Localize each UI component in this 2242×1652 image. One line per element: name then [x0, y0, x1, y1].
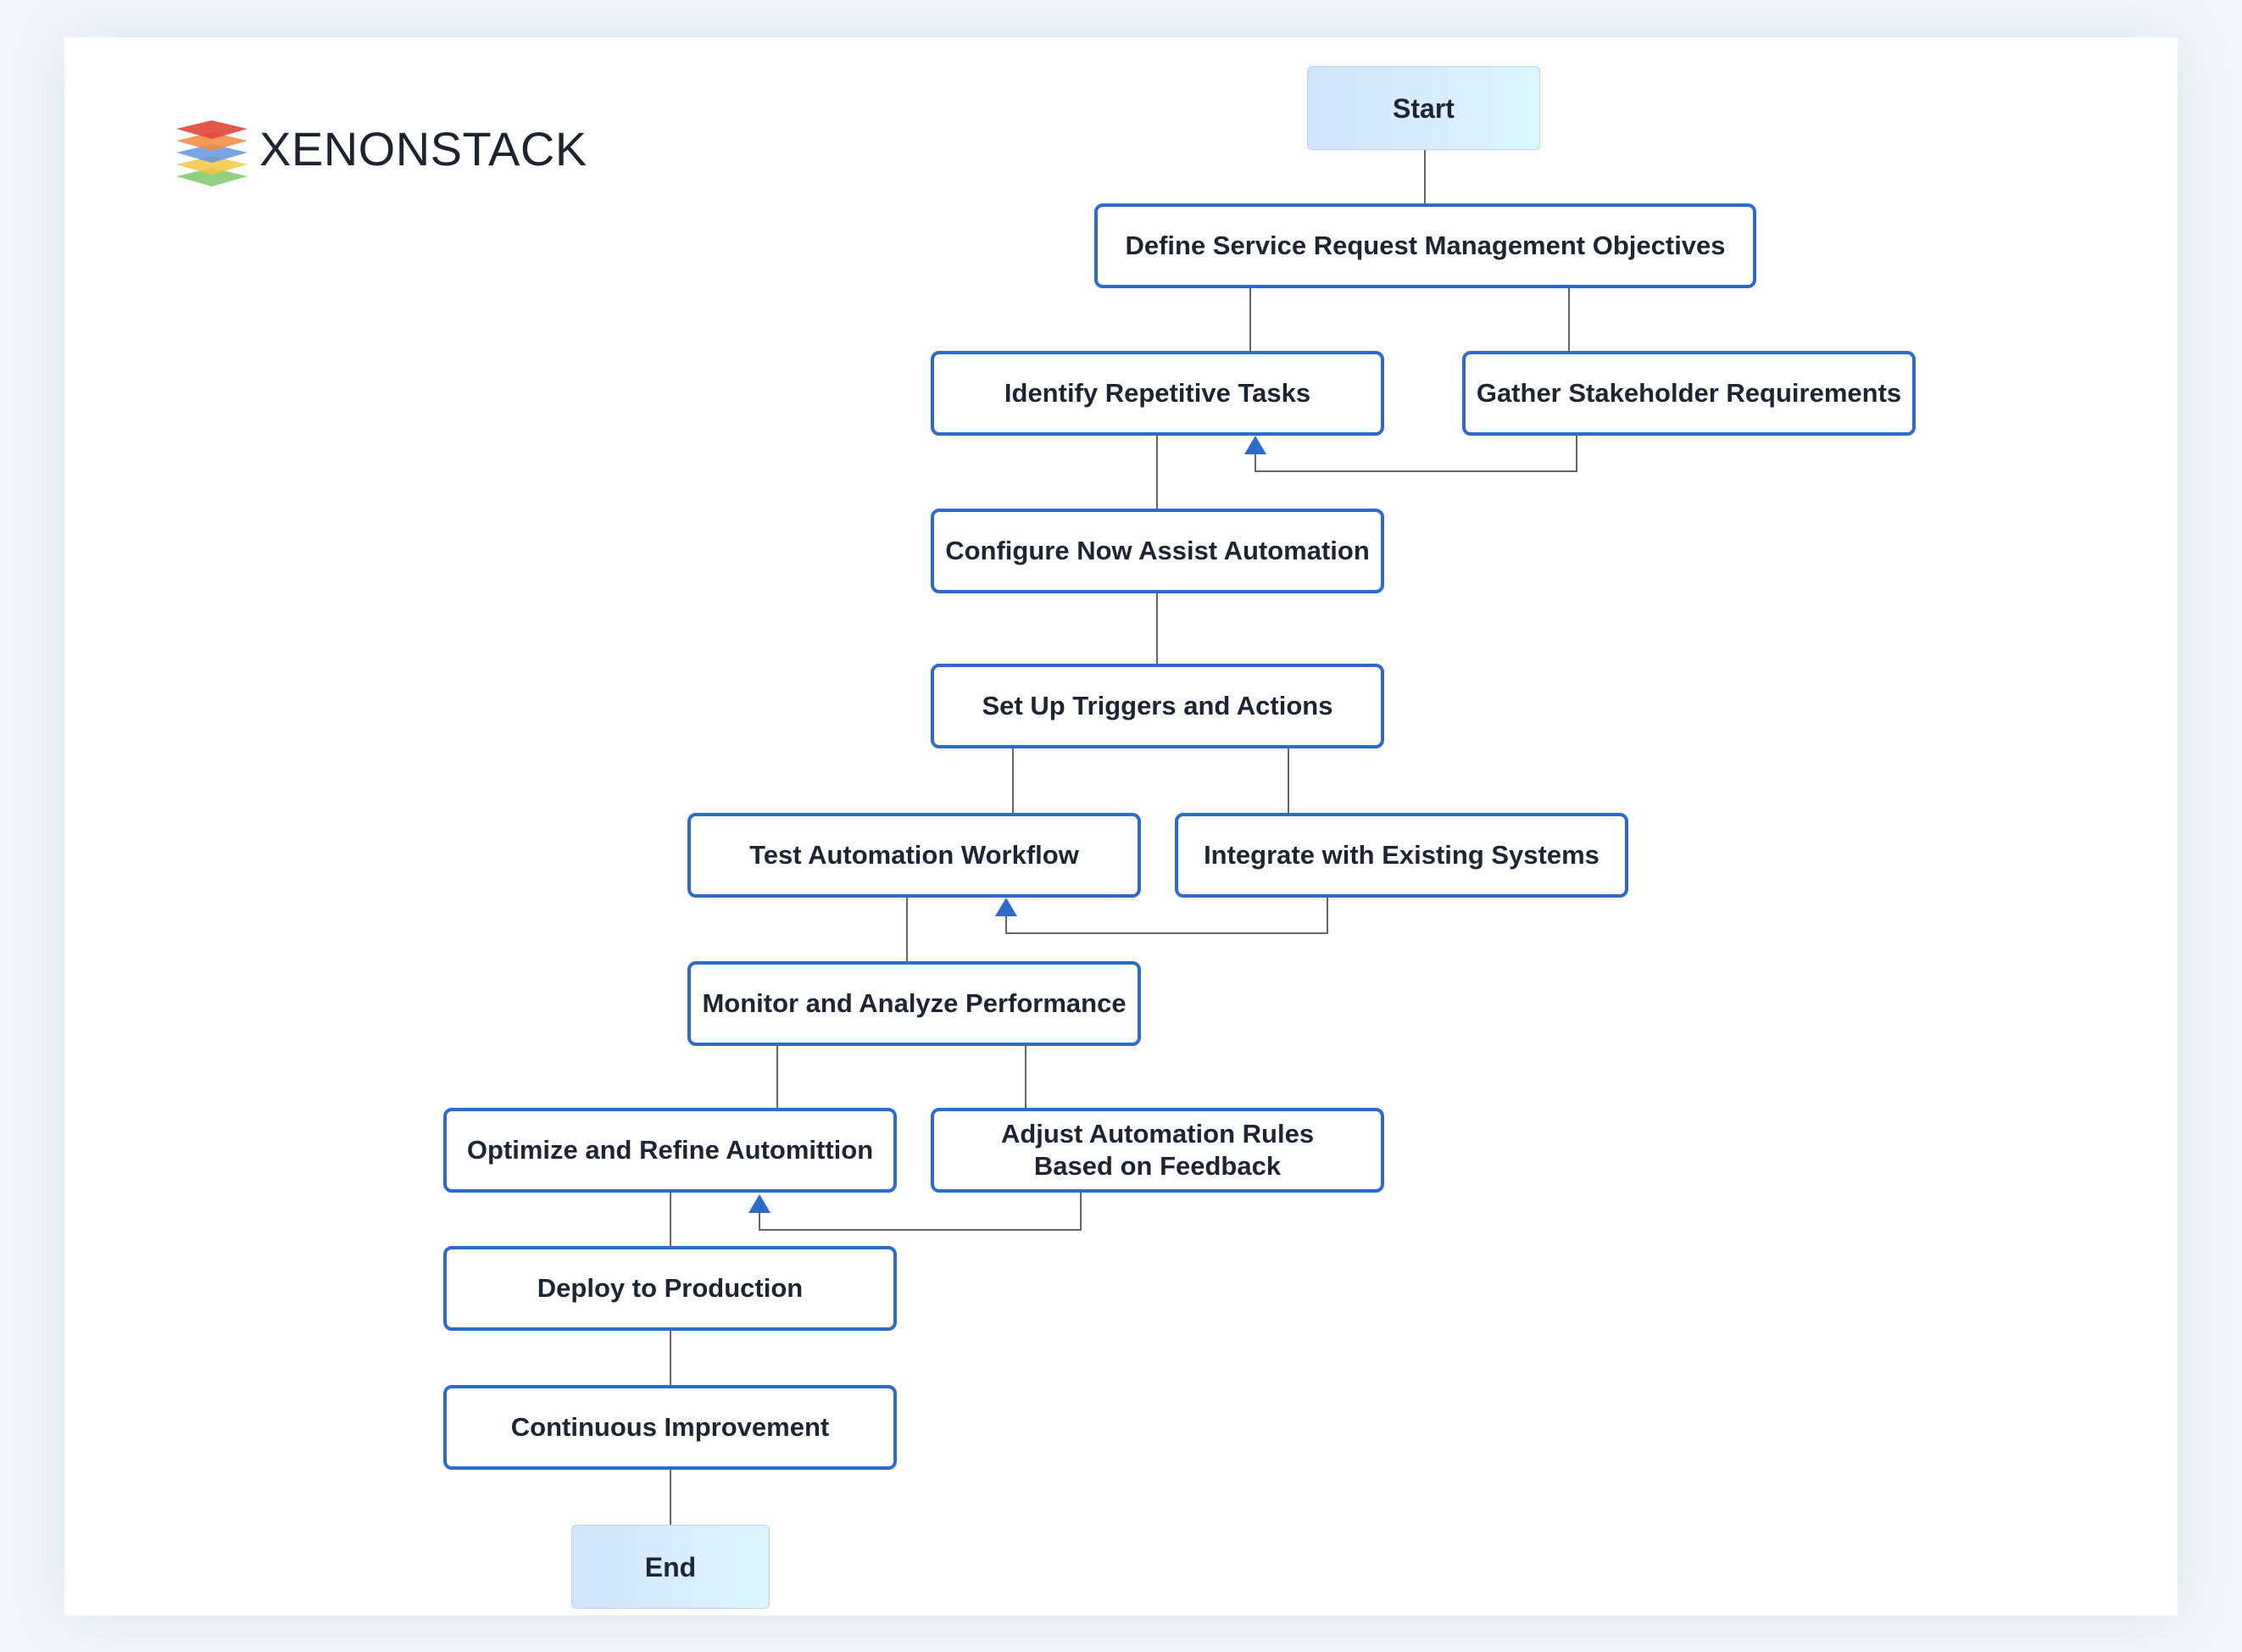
- brand-name: XENONSTACK: [259, 122, 587, 175]
- end-node: End: [571, 1525, 770, 1609]
- connector-gather-identify: [1255, 436, 1577, 472]
- start-node: Start: [1307, 66, 1540, 150]
- arrow-up-icon: [995, 898, 1017, 916]
- arrow-up-icon: [748, 1194, 771, 1213]
- layered-stack-logo-icon: [176, 120, 248, 186]
- define-objectives-node: Define Service Request Management Object…: [1094, 203, 1756, 288]
- connector-adjust-optimize: [759, 1193, 1082, 1231]
- connector-integrate-test: [1005, 898, 1328, 934]
- monitor-performance-node: Monitor and Analyze Performance: [687, 961, 1141, 1046]
- identify-tasks-node: Identify Repetitive Tasks: [931, 351, 1384, 436]
- integrate-systems-node: Integrate with Existing Systems: [1175, 813, 1628, 898]
- arrow-up-icon: [1244, 436, 1266, 454]
- configure-automation-node: Configure Now Assist Automation: [931, 509, 1384, 593]
- deploy-production-node: Deploy to Production: [443, 1246, 897, 1331]
- brand-logo: XENONSTACK: [175, 108, 587, 190]
- adjust-rules-node: Adjust Automation Rules Based on Feedbac…: [931, 1108, 1384, 1193]
- test-workflow-node: Test Automation Workflow: [687, 813, 1141, 898]
- optimize-refine-node: Optimize and Refine Automittion: [443, 1108, 897, 1193]
- gather-requirements-node: Gather Stakeholder Requirements: [1462, 351, 1916, 436]
- setup-triggers-node: Set Up Triggers and Actions: [931, 664, 1384, 748]
- continuous-improvement-node: Continuous Improvement: [443, 1385, 897, 1470]
